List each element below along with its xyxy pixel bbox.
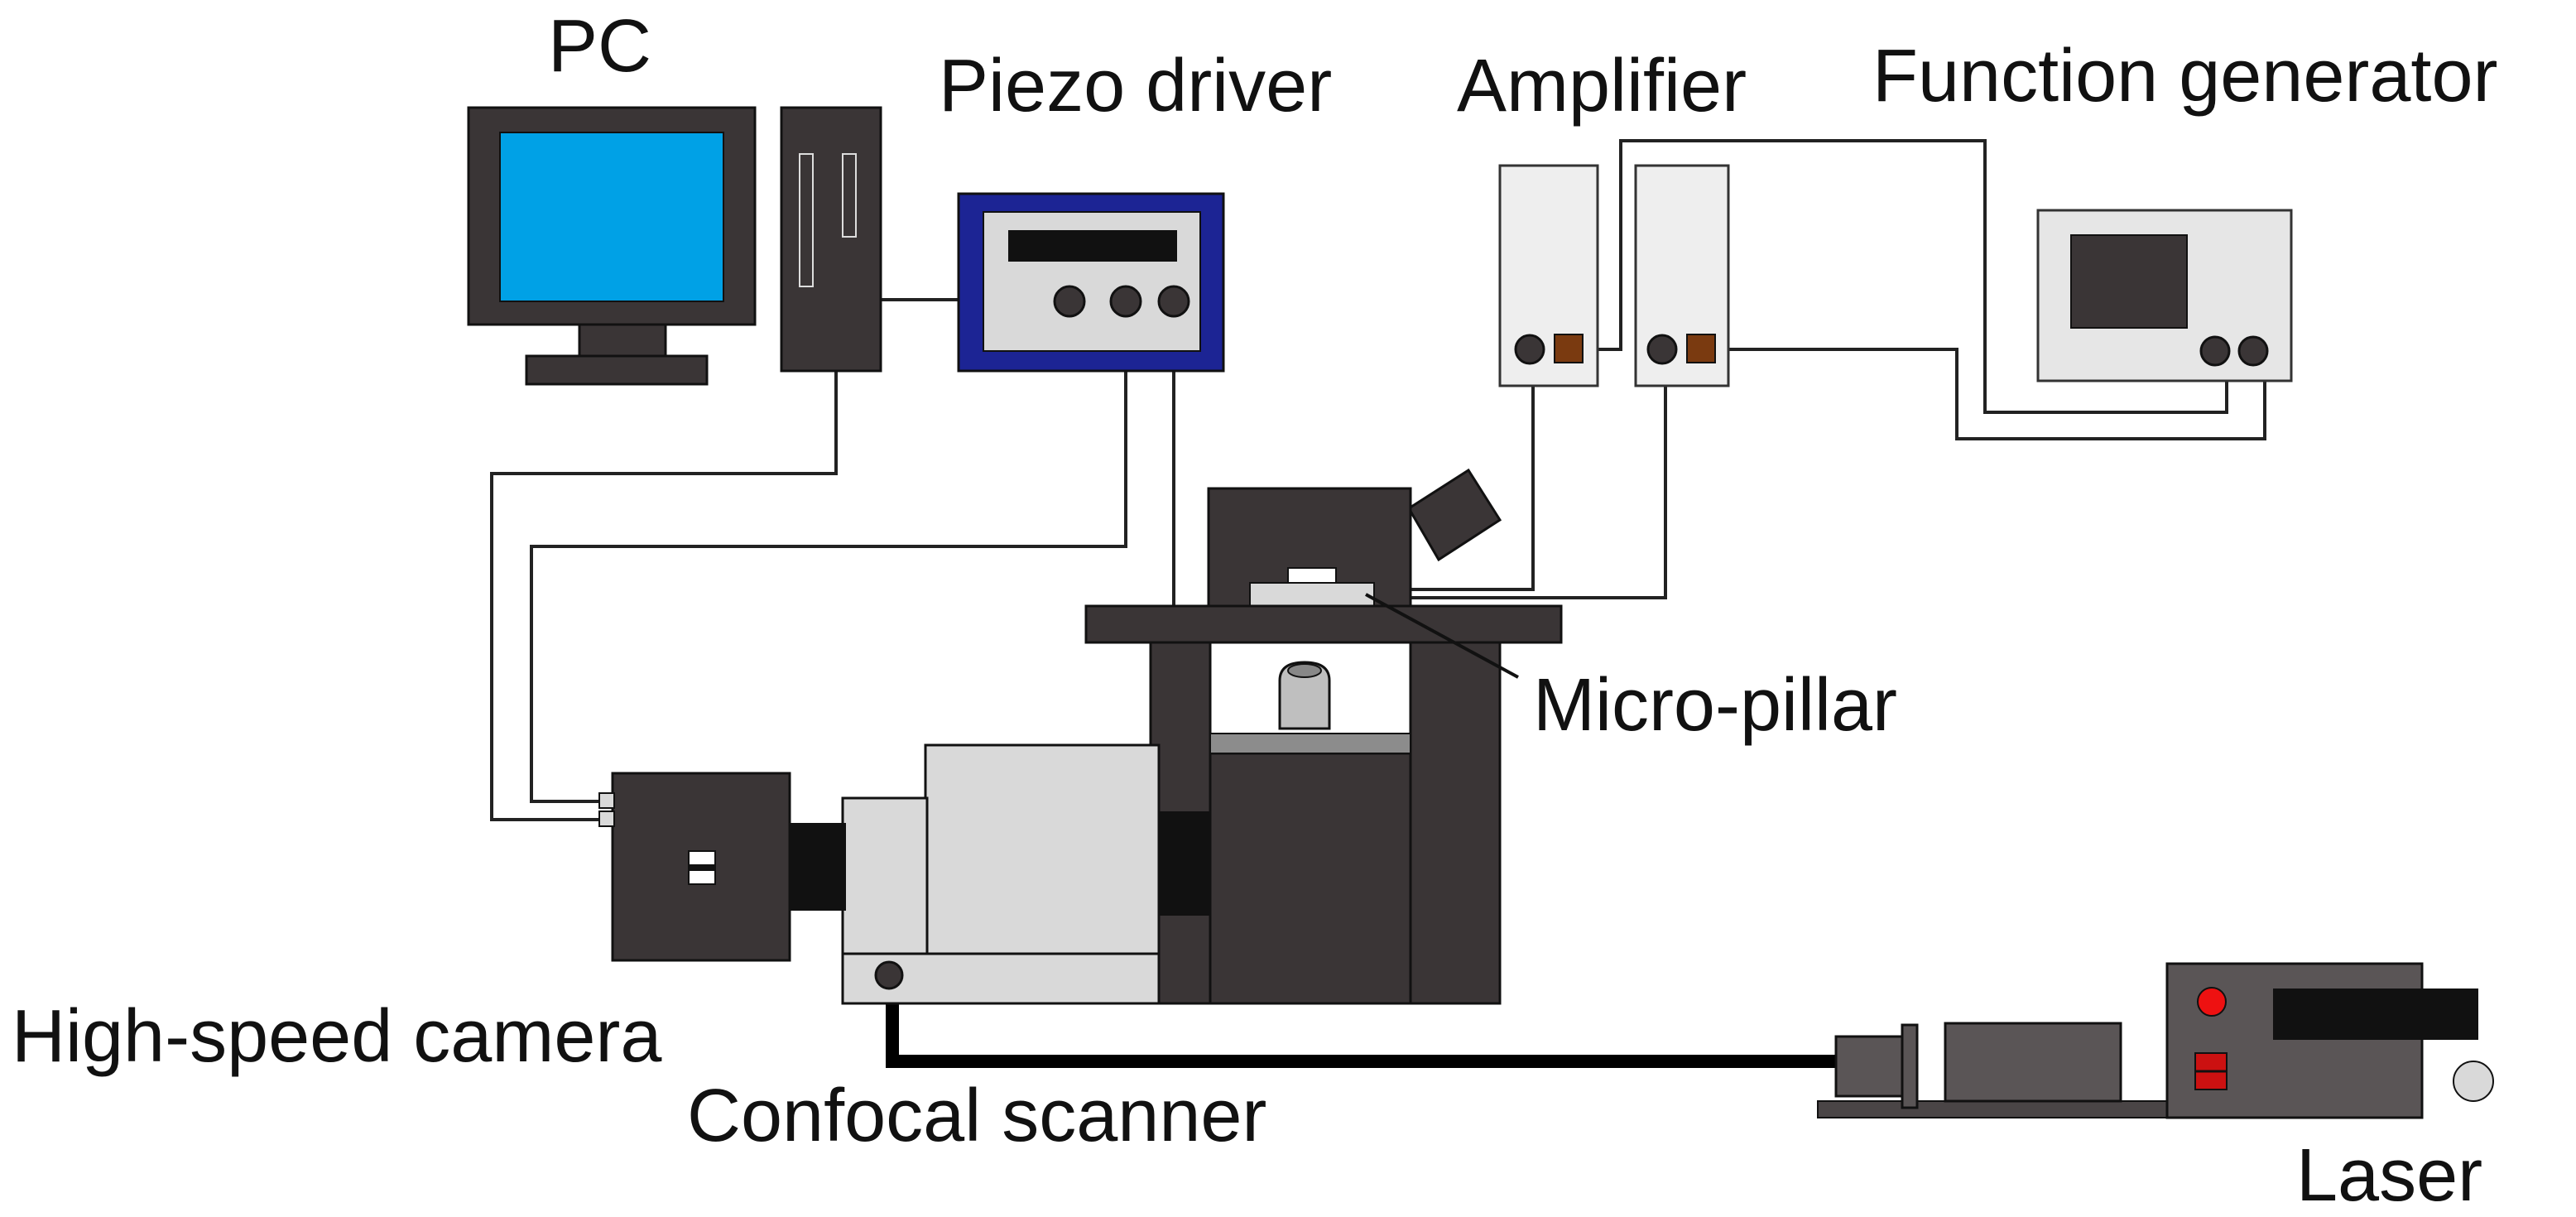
camera-lens-adapter <box>788 823 846 911</box>
pc-monitor-base <box>525 354 709 386</box>
objective-lens-top <box>1287 663 1322 678</box>
microscope-body-right <box>1409 641 1502 1005</box>
piezo-display <box>1008 230 1177 262</box>
fiber-scanner-to-laser <box>886 982 1854 1068</box>
amplifiers <box>1498 164 1730 387</box>
piezo-driver <box>957 192 1225 373</box>
pc-drive-slot-2 <box>842 153 857 238</box>
function-generator <box>2036 209 2293 382</box>
pc-monitor-neck <box>578 323 667 359</box>
objective-platform <box>1209 733 1411 754</box>
microscope <box>1084 468 1563 1005</box>
laser-power-light <box>2197 987 2227 1017</box>
laser-head <box>1944 1022 2122 1103</box>
function-generator-knob-1 <box>2199 335 2231 367</box>
micro-pillar-pointer <box>1365 593 1519 679</box>
microscope-side-port <box>1157 811 1210 916</box>
label-amplifier: Amplifier <box>1457 45 1747 127</box>
cables <box>490 139 2266 821</box>
scanner-front-block <box>841 796 929 955</box>
piezo-knob-2 <box>1109 285 1142 318</box>
pc-screen <box>499 132 724 302</box>
camera-port-upper <box>598 792 615 809</box>
function-generator-screen <box>2070 234 2188 329</box>
microscope-stage <box>1084 604 1563 644</box>
laser-controller <box>2165 962 2424 1119</box>
cable-piezo-to-camera <box>530 315 1127 803</box>
microscope-eyepiece <box>1406 468 1502 562</box>
micro-pillar-sample <box>1287 567 1337 584</box>
laser-rail <box>1817 1100 2183 1118</box>
camera-port-lower <box>598 811 615 827</box>
cable-pc-to-camera <box>490 371 838 821</box>
label-laser: Laser <box>2296 1134 2482 1217</box>
amplifier-1-connector <box>1554 334 1584 363</box>
amplifier-2-knob <box>1646 334 1678 365</box>
cable-amp2-to-stage <box>1374 348 1667 599</box>
label-micro-pillar: Micro-pillar <box>1533 664 1897 747</box>
label-confocal-scanner: Confocal scanner <box>687 1075 1266 1157</box>
label-high-speed-camera: High-speed camera <box>12 995 662 1078</box>
piezo-knob-3 <box>1157 285 1190 318</box>
scanner-upper-block <box>924 743 1161 955</box>
amplifier-2-connector <box>1686 334 1716 363</box>
amplifier-1-knob <box>1514 334 1545 365</box>
sample-holder <box>1249 582 1375 608</box>
pc <box>467 106 882 386</box>
camera-indicator-bar <box>689 864 715 871</box>
confocal-scanner <box>841 743 1161 1005</box>
cable-amp1-to-fg <box>1583 139 2228 414</box>
function-generator-knob-2 <box>2237 335 2269 367</box>
objective-lens <box>1278 661 1331 730</box>
laser-dial <box>2453 1061 2494 1102</box>
cable-amp1-to-stage <box>1374 348 1535 591</box>
high-speed-camera <box>598 772 846 962</box>
label-pc: PC <box>548 5 651 88</box>
pc-tower <box>780 106 882 373</box>
cable-amp2-to-fg <box>1715 348 2266 440</box>
laser-coupler <box>1834 1035 1909 1098</box>
microscope-body-base <box>1209 752 1412 1005</box>
scanner-fiber-port <box>874 960 904 990</box>
laser <box>1817 962 2494 1119</box>
laser-coupler-flange <box>1901 1023 1919 1109</box>
pc-drive-slot-1 <box>799 153 814 287</box>
label-piezo-driver: Piezo driver <box>939 45 1332 127</box>
label-function-generator: Function generator <box>1872 35 2497 118</box>
laser-display <box>2273 989 2478 1040</box>
piezo-knob-1 <box>1053 285 1086 318</box>
